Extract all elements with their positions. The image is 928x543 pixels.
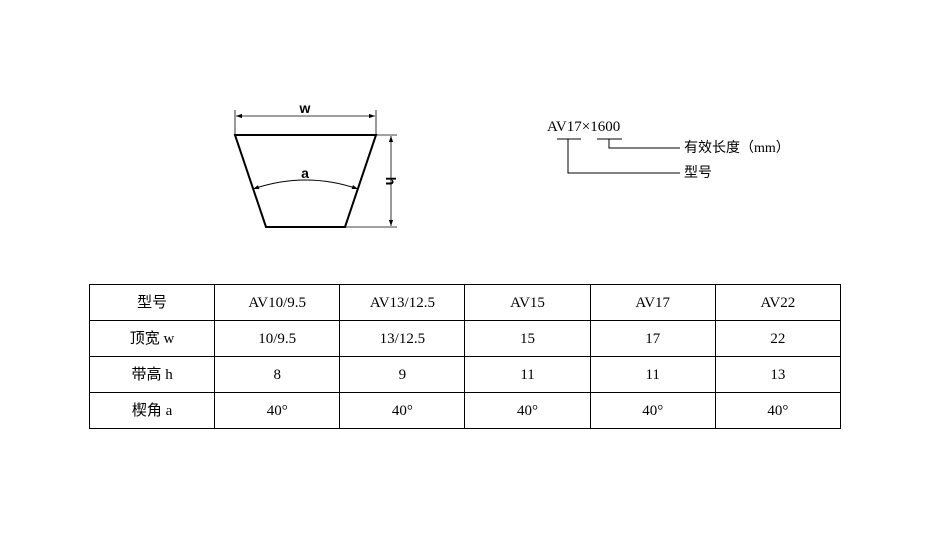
designation-code: AV17×1600 <box>547 119 620 135</box>
table-cell: 40° <box>714 392 842 429</box>
h-label: h <box>383 177 399 186</box>
table-row: 顶宽 w 10/9.5 13/12.5 15 17 22 <box>88 320 842 357</box>
a-label: a <box>301 165 309 181</box>
table-cell: 40° <box>589 392 716 429</box>
table-cell: 11 <box>589 356 716 393</box>
table-row: 楔角 a 40° 40° 40° 40° 40° <box>88 392 842 429</box>
header-cell: AV22 <box>714 284 842 321</box>
table-cell: 13 <box>714 356 842 393</box>
type-label: 型号 <box>684 165 712 181</box>
w-label: w <box>299 100 311 116</box>
table-cell: 13/12.5 <box>339 320 466 357</box>
header-cell: AV15 <box>464 284 591 321</box>
table-cell: 40° <box>339 392 466 429</box>
table-cell: 15 <box>464 320 591 357</box>
table-cell: 40° <box>214 392 341 429</box>
length-leader <box>608 139 680 149</box>
table-cell: 8 <box>214 356 341 393</box>
table-cell: 40° <box>464 392 591 429</box>
row-label-height: 带高 h <box>88 356 216 393</box>
belt-cross-section: w h a <box>233 100 399 228</box>
length-label: 有效长度（mm） <box>684 140 790 156</box>
table-cell: 9 <box>339 356 466 393</box>
table-row: 带高 h 8 9 11 11 13 <box>88 356 842 393</box>
table-cell: 10/9.5 <box>214 320 341 357</box>
trapezoid-outline <box>233 134 378 228</box>
table-cell: 11 <box>464 356 591 393</box>
header-cell: AV10/9.5 <box>214 284 341 321</box>
table-header-row: 型号 AV10/9.5 AV13/12.5 AV15 AV17 AV22 <box>88 284 842 321</box>
table-cell: 22 <box>714 320 842 357</box>
angle-arc <box>252 179 359 190</box>
header-cell-type: 型号 <box>88 284 216 321</box>
header-cell: AV13/12.5 <box>339 284 466 321</box>
belt-spec-table: 型号 AV10/9.5 AV13/12.5 AV15 AV17 AV22 顶宽 … <box>88 284 842 429</box>
row-label-wedge-angle: 楔角 a <box>88 392 216 429</box>
row-label-top-width: 顶宽 w <box>88 320 216 357</box>
designation-example: AV17×1600 有效长度（mm） 型号 <box>547 119 790 181</box>
type-leader <box>567 139 680 174</box>
header-cell: AV17 <box>589 284 716 321</box>
table-cell: 17 <box>589 320 716 357</box>
